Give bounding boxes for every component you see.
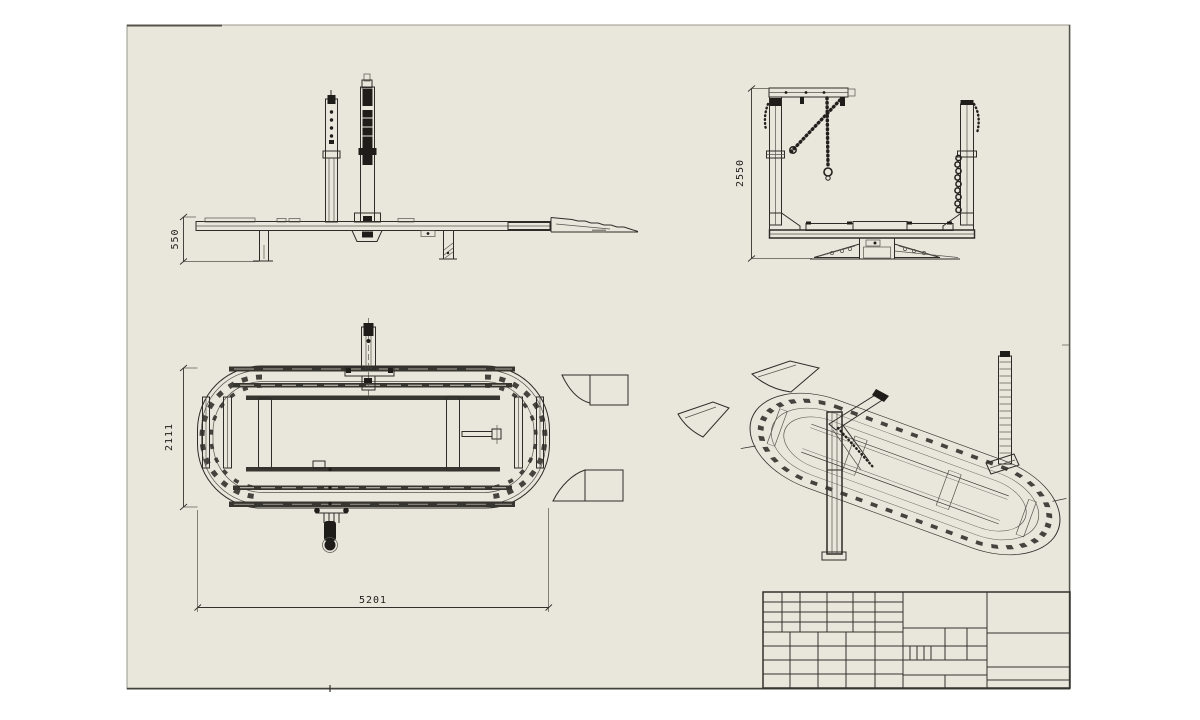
plan-ramp-profile-bottom xyxy=(552,469,624,502)
dim-label-2550: 2550 xyxy=(735,159,746,187)
end-pull-arm xyxy=(768,87,856,106)
side-height-dimension: 550 xyxy=(170,213,259,265)
title-block xyxy=(762,591,1071,689)
plan-right-slot-arc xyxy=(484,374,548,500)
end-left-tower xyxy=(763,96,785,226)
end-right-tower xyxy=(954,100,980,226)
plan-tow-hitch xyxy=(314,507,349,553)
end-wedge-feet xyxy=(810,243,960,260)
plan-inner-bracket xyxy=(312,460,326,469)
side-right-leg xyxy=(439,230,457,260)
plan-ramp-profile-top xyxy=(561,374,629,406)
iso-ramp-near xyxy=(677,401,730,438)
side-ramp-wedge xyxy=(550,217,639,233)
end-elevation-view: 2550 xyxy=(735,85,980,262)
end-chain-ring xyxy=(789,146,797,154)
plan-end-rails xyxy=(202,396,544,469)
side-elevation-view: 550 xyxy=(170,73,639,265)
end-height-dimension: 2550 xyxy=(735,85,812,262)
plan-left-slot-arc xyxy=(199,374,263,500)
end-link-chain xyxy=(954,154,962,214)
side-center-bracket xyxy=(351,230,383,242)
side-measuring-tower xyxy=(322,90,341,223)
iso-ramp-far xyxy=(751,360,821,393)
plan-tower-assembly xyxy=(344,318,395,400)
plan-length-dimension: 5201 xyxy=(194,508,553,612)
end-left-tower-chain xyxy=(763,102,770,132)
dim-label-550: 550 xyxy=(170,228,181,249)
side-main-tower xyxy=(354,73,381,223)
end-right-tower-chain xyxy=(972,102,980,135)
end-diagonal-chain xyxy=(787,98,842,156)
iso-measuring-post xyxy=(985,351,1020,475)
side-deck-plate xyxy=(204,217,256,223)
plan-outer-outline xyxy=(197,365,550,509)
iso-tower-chain xyxy=(836,426,875,469)
dim-label-5201: 5201 xyxy=(359,595,387,606)
iso-pull-tower xyxy=(821,389,889,561)
plan-width-dimension: 2111 xyxy=(164,364,198,511)
end-vertical-chain xyxy=(825,96,830,168)
plan-right-crossmember xyxy=(446,395,460,472)
plan-top-view: 2111 5201 xyxy=(164,318,629,612)
iso-platform xyxy=(740,392,1067,556)
drawing-sheet xyxy=(126,24,1071,690)
plan-left-crossmember xyxy=(258,397,272,469)
isometric-view xyxy=(677,351,1067,561)
plan-pull-rod xyxy=(461,425,502,444)
side-small-bracket xyxy=(420,230,436,237)
side-left-leg xyxy=(253,230,273,262)
side-deck-notch xyxy=(507,222,551,230)
dim-label-2111: 2111 xyxy=(164,423,175,451)
